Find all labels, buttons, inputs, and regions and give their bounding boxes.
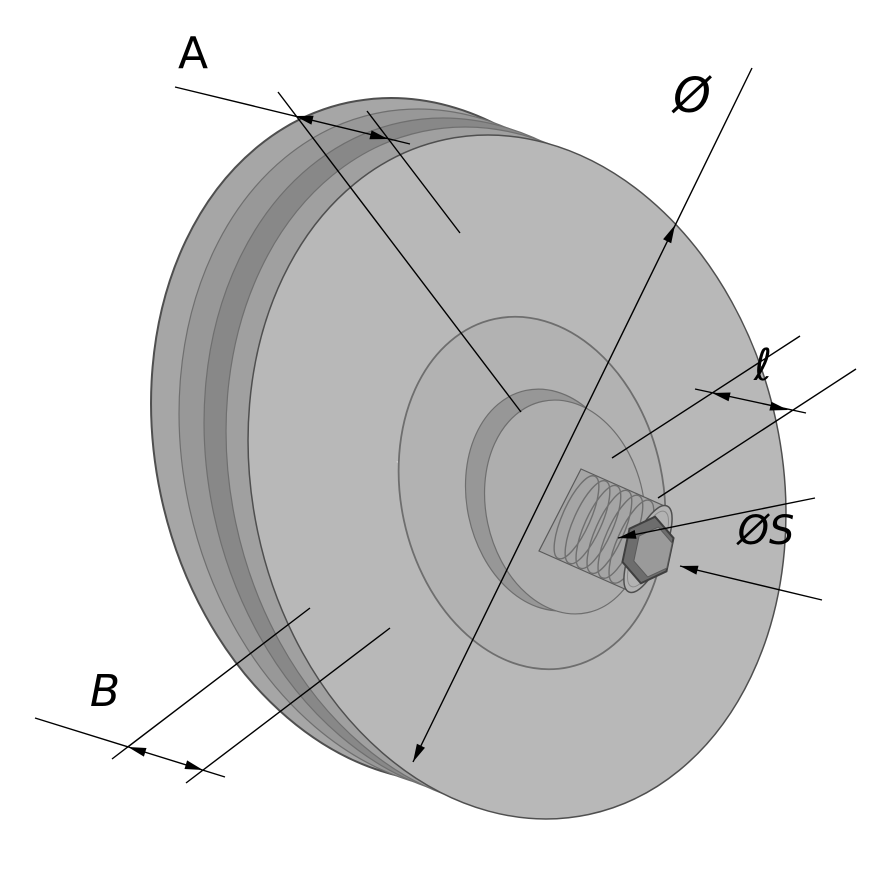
- dim-s-leader-lower: [679, 565, 823, 601]
- dim-dia-line: [412, 67, 753, 763]
- dim-label-length: ℓ: [753, 340, 772, 391]
- dim-a-extension-2: [366, 110, 461, 234]
- dim-a-arrow-left: [295, 115, 314, 125]
- dim-b-arrow-left: [128, 747, 147, 757]
- dim-a-arrow-right: [369, 130, 388, 140]
- dim-l-arrow-right: [769, 401, 788, 411]
- dim-s-arrow-upper: [618, 530, 637, 539]
- dim-label-diameter: Ø: [671, 68, 712, 124]
- dim-l-extension-1: [611, 335, 801, 459]
- dim-a-extension-1: [277, 91, 522, 413]
- dim-b-arrow-right: [184, 760, 203, 770]
- dim-dia-arrow-bottom: [413, 743, 425, 762]
- threaded-stud: [538, 468, 675, 594]
- dim-s-arrow-lower: [680, 565, 699, 575]
- dimension-groove-width: A: [174, 28, 522, 413]
- dim-b-extension-1: [111, 607, 311, 760]
- dim-dia-arrow-top: [663, 225, 675, 244]
- dim-label-socket: ØS: [736, 508, 795, 554]
- dim-label-b: B: [90, 666, 120, 717]
- dim-l-extension-2: [657, 368, 857, 499]
- dimension-rim-width: B: [34, 607, 391, 784]
- dim-label-a: A: [178, 28, 208, 79]
- dimension-stud-length: ℓ: [611, 335, 857, 499]
- dim-l-arrow-left: [712, 392, 731, 402]
- dimension-socket-size: ØS: [617, 497, 823, 601]
- dim-s-leader-upper: [617, 497, 816, 539]
- dimension-outer-diameter: Ø: [412, 67, 753, 763]
- hex-socket-floor: [633, 526, 673, 578]
- dim-b-extension-2: [185, 627, 391, 784]
